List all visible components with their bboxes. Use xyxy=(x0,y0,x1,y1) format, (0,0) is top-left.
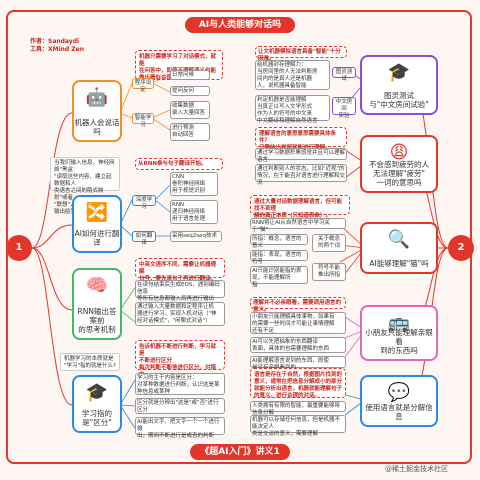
item-cnn: CNN 卷积神经网络 用于视觉识别 xyxy=(170,172,218,196)
item-chinese-room: 判定机器是否能理解 当真正以写入文学形式 作为人的符号的中文来 中文翻译和理解自… xyxy=(255,95,330,124)
flowchart-icon: 🔀 xyxy=(85,202,109,223)
branch-learning: 智能学习 xyxy=(132,113,154,128)
note-fatigue: 理解语言的意思意思需要具体条件？ 只要给出样例就能进行理解。 xyxy=(255,127,347,151)
note-cat: 通过大量对话数据理解语言，但可能找不到理 解的真正本质（只知道表象）。 xyxy=(250,195,350,219)
item-daily-greeting: 日常问候 xyxy=(170,70,210,80)
item-children-3: AI能理解语言说到的东西，即使 是没有亲眼看到的 xyxy=(250,356,346,371)
note-language: 语言是存在于自然，根据图片找到的 意义，通常在把信息分解成小的部分 就能分析出语… xyxy=(250,368,346,399)
item-predict: 进行预测 自动回答 xyxy=(170,123,210,141)
side-node-left[interactable]: 1 xyxy=(6,235,32,261)
topic-card-rnn-thinking[interactable]: 🧠 RNN输出答案前 的思考机制 xyxy=(72,268,122,340)
robot-icon: 🤖 xyxy=(85,87,109,108)
item-rnn-cat: RNN将让AI从自然语言中学习关于"猫" xyxy=(250,218,346,233)
item-seq2seq: 采用seq2seq技术 xyxy=(170,231,222,242)
tired-face-icon: 😩 xyxy=(389,142,409,163)
item-neural-dialog: 通过输入大量数据和定程序让机 器进行学习，实现人机对话（"神 经对话模式"，"闲… xyxy=(135,302,225,326)
intro-learning: 机器学习的本质就是 "学习"指的就是什么? xyxy=(60,353,120,371)
item-language-1: 人类拥有有限的智能，最重要能够将信息分解 xyxy=(250,401,346,416)
item-rnn: RNN 递归神经网络 用于语言处理 xyxy=(170,200,218,224)
graduate-icon: 🎓 xyxy=(85,382,109,403)
tool-label: 工具：XMind Zen xyxy=(30,46,85,53)
topic-card-cat[interactable]: 🔍 AI能够理解"猫"吗 xyxy=(360,222,438,274)
topic-card-learning-distinguish[interactable]: 🎓 学习指的是"区分" xyxy=(72,375,122,433)
topic-card-turing[interactable]: 🎓 图灵测试 与"中文房间试验" xyxy=(360,55,438,115)
item-yes-no: 区分就是分辨出"这是"或"否"进行 区分 xyxy=(135,398,225,414)
footer-title: 《超AI入门》讲义1 xyxy=(190,444,290,460)
side-node-right[interactable]: 2 xyxy=(448,235,474,261)
topic-card-fatigue[interactable]: 😩 不会感到疲劳的人 无法理解"疲劳" 一词的意思吗 xyxy=(360,135,438,193)
note-translation: 从RNN参与句子翻译开始。 xyxy=(135,158,223,170)
note-learning: 告诉机器不断进行判断，学习就是 不断进行区分 每次判断不断地进行区分，对错由 人… xyxy=(135,340,225,385)
label-turing-test: 图灵测试 xyxy=(332,67,356,82)
item-fatigue-1: 通过学习数据积累感觉并且可以理解语言 xyxy=(255,148,347,163)
label-chinese-room: 中文房间 实验 xyxy=(332,97,356,119)
topic-card-translation[interactable]: 🔀 AI如何进行翻译 xyxy=(72,195,122,253)
item-signifier: 能指：表现，语言的符号 xyxy=(250,250,308,265)
chat-bubble-icon: 💬 xyxy=(387,382,411,403)
item-children-1: 小朋友只能理解具体事物，如果有 的需要一些时间才可能让事情理解 还有不足 xyxy=(250,312,346,334)
item-ai-output: AI能出文字、把文字一个一个进行输 出，期间不断进行是或否的判断 xyxy=(135,417,225,439)
magnifier-icon: 🔍 xyxy=(387,229,411,250)
page-title: AI与人类能够对话吗 xyxy=(185,17,295,33)
item-language-2: 机器可以存储任何信息，但是机器不能决定人 类是交谈的意义，需要理解 xyxy=(250,415,346,437)
item-children-2: AI可以先把抽象的东西翻译 表面，具体的也需要理解的东西 xyxy=(250,337,346,353)
item-question: 提问反问 xyxy=(170,86,210,96)
branch-program: 程序设定 xyxy=(132,78,154,93)
bus-icon: 🚌 xyxy=(387,312,411,333)
intro-translation: 当我们输入信息，神经网络"黑盒 "读取这些内容，建立起数据和人 类语言之间的隐式… xyxy=(50,157,120,215)
brain-icon: 🧠 xyxy=(85,275,109,296)
note-turing: 让文机器模拟语言具备"智能"十分困难。 xyxy=(255,46,347,62)
item-eos: 在读句结束后生成EOS，遇到编码信息 等所有信息都输入后再进行输出 xyxy=(135,280,225,302)
topic-card-robot-talk[interactable]: 🤖 机器人会说话吗 xyxy=(72,80,122,142)
item-fatigue-2: 通过判断别人的状态，比如"近视"的 情况，在于能否对语言进行理解和交流 xyxy=(255,164,347,186)
note-rnn-thinking: 中英文语序不同，需要让机器理解 句号，要先读句子再进行翻译。 xyxy=(135,258,225,282)
note-children: 理解并不必亲眼看，需要调用语言的意义。 xyxy=(250,297,346,313)
item-distinguish-core: 学习的主干内容是区分： 对某种数据进行判断，认识这是某 种信息或某种 xyxy=(135,373,225,395)
outer-frame xyxy=(6,10,472,464)
item-collect-data: 收集数据 录入大量回答 xyxy=(170,101,210,119)
topic-card-language-decompose[interactable]: 💬 使用语言就是分解信息 xyxy=(360,375,438,427)
topic-card-children[interactable]: 🚌 小朋友只能理解亲眼看 到的东西吗 xyxy=(360,305,438,361)
label-two-concepts: 关于概念 的两个词 xyxy=(312,234,346,252)
label-symbol: 符号不能 推出所指 xyxy=(312,263,346,281)
item-ai-signifier: AI只能识别能指的表现，不能理解所 指 xyxy=(250,266,308,288)
branch-how-translate: 如何翻译 xyxy=(132,231,156,246)
item-turing-test: 给机器封存理解力： 当房间里的人无法判断房 间内的是真人还是机器 人，说机器具备… xyxy=(255,60,330,90)
branch-deep-learning: 深度学习 xyxy=(132,195,156,210)
graduate-cap-icon: 🎓 xyxy=(387,62,411,83)
item-signified: 所指：概念，语言的意义 xyxy=(250,234,308,249)
watermark: @稀土掘金技术社区 xyxy=(385,465,448,473)
author-label: 作者：Sandaydi xyxy=(30,38,80,45)
